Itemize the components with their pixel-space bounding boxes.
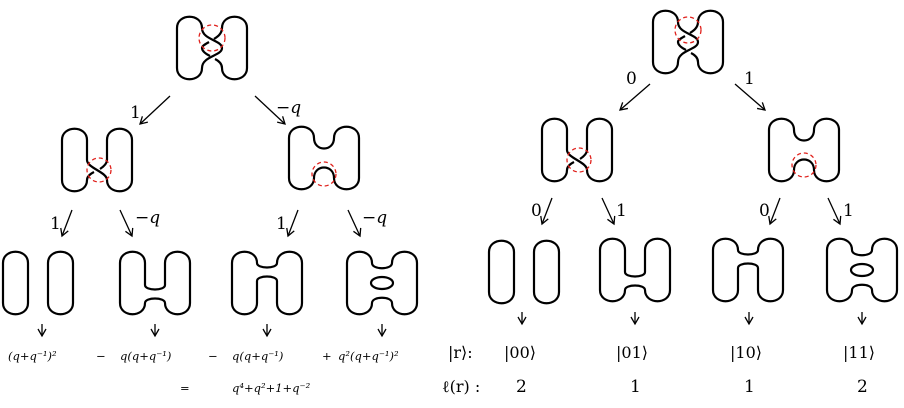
arrow-root-right [734,83,766,111]
edge-label-root-right: −q [276,98,301,118]
right-tree: 0 1 0 1 0 1 |r⟩: |00⟩ |01⟩ |10⟩ |11⟩ ℓ(r… [442,9,899,397]
ket-00: |00⟩ [504,343,536,362]
ket-row-label: |r⟩: [448,343,473,362]
ket-01: |01⟩ [616,343,648,362]
leaf-diagram-two-loops [1,250,75,316]
arrow-root-right [254,95,286,125]
leaf-diagram-cup [118,250,192,316]
ket-10: |10⟩ [730,343,762,362]
length-row-label: ℓ(r) : [442,377,480,396]
crossing-highlight-circle [674,16,702,44]
arrow-mid-left-right [601,197,616,226]
term-10: q(q+q⁻¹) [232,349,283,363]
length-00: 2 [516,377,527,397]
crossing-highlight-circle [566,147,592,173]
arrow-mid-right-right [827,197,842,226]
arrow-mid-right-left [286,209,299,238]
ket-11: |11⟩ [843,343,875,362]
edge-label-mid-left-left: 0 [531,201,542,221]
mid-right-knot-diagram [767,117,841,183]
crossing-highlight-circle [791,152,817,178]
leaf-diagram-arch [230,250,304,316]
bracket-result: q⁴+q²+1+q⁻² [232,381,311,395]
left-tree: 1 −q 1 −q 1 −q (q+q⁻¹)² − q(q+q⁻¹) − [1,15,419,395]
arrow-mid-left-left [60,209,73,238]
root-knot-diagram [651,9,725,75]
root-knot-diagram [175,15,249,81]
mid-right-knot-diagram [287,125,361,191]
edge-label-mid-right-left: 1 [276,214,287,234]
term-01: q(q+q⁻¹) [120,349,171,363]
edge-label-mid-left-left: 1 [50,214,61,234]
arrow-root-left [619,83,651,111]
edge-label-mid-right-right: −q [362,208,387,228]
edge-label-root-right: 1 [744,69,755,89]
edge-label-mid-right-left: 0 [759,201,770,221]
crossing-highlight-circle [311,161,337,187]
arrow-mid-left-left [540,197,553,226]
length-11: 2 [857,377,868,397]
arrow-mid-left-right [119,209,134,238]
length-01: 1 [630,377,641,397]
arrow-mid-right-left [768,197,781,226]
leaf-diagram-cup [598,237,672,303]
edge-label-mid-left-right: 1 [616,201,627,221]
equals-sign: = [180,381,190,395]
term-11: q²(q+q⁻¹)² [338,349,399,363]
arrow-root-left [139,95,171,125]
crossing-highlight-circle [86,157,112,183]
operator: − [96,349,106,363]
mid-left-knot-diagram [540,117,614,183]
edge-label-mid-right-right: 1 [843,201,854,221]
term-00: (q+q⁻¹)² [8,349,57,363]
edge-label-root-left: 1 [130,103,141,123]
mid-left-knot-diagram [60,127,134,193]
operator: − [208,349,218,363]
crossing-highlight-circle [198,24,226,52]
leaf-diagram-inner-loop [825,237,899,303]
leaf-diagram-arch [711,237,785,303]
length-10: 1 [744,377,755,397]
arrow-mid-right-right [347,209,362,238]
edge-label-mid-left-right: −q [135,208,160,228]
operator: + [322,349,332,363]
leaf-diagram-inner-loop [345,250,419,316]
leaf-diagram-two-loops [487,239,561,305]
edge-label-root-left: 0 [626,69,637,89]
